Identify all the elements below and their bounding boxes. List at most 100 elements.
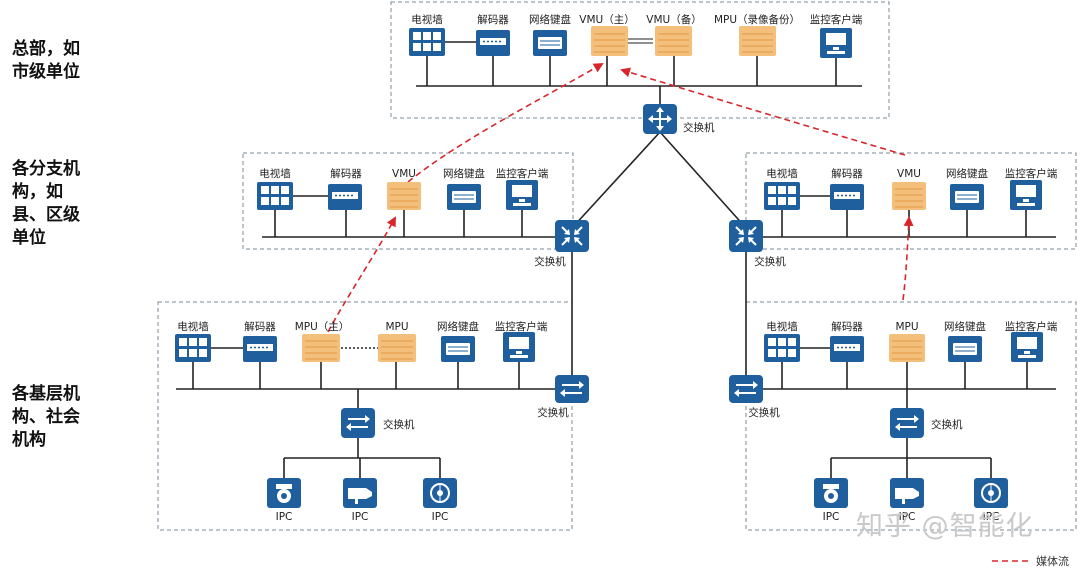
access-switch-icon	[890, 408, 924, 438]
base-left-frame	[157, 301, 573, 531]
hq-frame	[390, 1, 890, 119]
branch-level-line: 单位	[12, 228, 46, 248]
branch-right-switch-label: 交换机	[754, 255, 786, 268]
legend-media-stream-label: 媒体流	[1036, 555, 1069, 568]
branch-switch-icon	[729, 220, 763, 252]
ptz-camera-icon	[974, 478, 1008, 508]
tv-wall-icon	[764, 182, 800, 210]
media-stream-lines	[327, 62, 1030, 562]
branch-left-vmu-label: VMU	[392, 168, 416, 180]
hq-keyboard-label: 网络键盘	[529, 13, 571, 26]
decoder-icon	[476, 30, 510, 56]
mpu-record-server-icon	[739, 26, 776, 56]
branch-left-keyboard-label: 网络键盘	[443, 167, 485, 180]
keyboard-icon	[441, 336, 475, 362]
base-level-line: 构、社会	[12, 407, 80, 427]
ptz-camera-icon	[423, 478, 457, 508]
base-level-label: 各基层机 构、社会 机构	[12, 383, 98, 452]
hq-mpu-record-label: MPU（录像备份）	[714, 13, 800, 26]
access-switch-icon	[729, 375, 763, 403]
decoder-icon	[830, 184, 864, 210]
hq-decoder-label: 解码器	[477, 13, 509, 26]
base-level-line: 各基层机	[12, 384, 80, 404]
vmu-backup-server-icon	[655, 26, 692, 56]
core-switch-label: 交换机	[683, 121, 715, 134]
branch-right-keyboard-label: 网络键盘	[946, 167, 988, 180]
keyboard-icon	[447, 184, 481, 210]
hq-level-line: 市级单位	[12, 62, 80, 82]
branch-left-client-label: 监控客户端	[496, 167, 549, 180]
branch-level-label: 各分支机 构，如 县、区级 单位	[12, 158, 98, 250]
monitor-client-icon	[820, 28, 852, 58]
branch-left-frame	[242, 152, 574, 250]
branch-right-vmu-label: VMU	[897, 168, 921, 180]
base-right-ipc1-label: IPC	[823, 511, 840, 523]
branch-switch-icon	[555, 220, 589, 252]
base-right-frame	[745, 301, 1077, 531]
vmu-main-server-icon	[591, 26, 628, 56]
branch-level-line: 各分支机	[12, 159, 80, 179]
monitor-client-icon	[503, 332, 535, 362]
base-right-decoder-label: 解码器	[831, 320, 863, 333]
decoder-icon	[328, 184, 362, 210]
monitor-client-icon	[1011, 332, 1043, 362]
base-level-line: 机构	[12, 430, 46, 450]
vmu-server-icon	[892, 182, 926, 210]
branch-level-line: 县、区级	[12, 205, 80, 225]
decoder-icon	[243, 336, 277, 362]
base-right-tv-wall-label: 电视墙	[766, 320, 798, 333]
branch-left-tv-wall-label: 电视墙	[259, 167, 291, 180]
monitor-client-icon	[506, 180, 538, 210]
branch-left-decoder-label: 解码器	[330, 167, 362, 180]
base-right-mpu-label: MPU	[895, 321, 918, 333]
base-left-ipc1-label: IPC	[276, 511, 293, 523]
base-left-switch-label: 交换机	[537, 406, 569, 419]
access-switch-icon	[341, 408, 375, 438]
tv-wall-icon	[257, 182, 293, 210]
hq-vmu-backup-label: VMU（备）	[646, 13, 701, 26]
base-left-ipc2-label: IPC	[352, 511, 369, 523]
dome-camera-icon	[814, 478, 848, 508]
branch-right-client-label: 监控客户端	[1005, 167, 1058, 180]
base-left-decoder-label: 解码器	[244, 320, 276, 333]
base-left-ipc3-label: IPC	[432, 511, 449, 523]
decoder-icon	[830, 336, 864, 362]
mpu-main-server-icon	[302, 334, 340, 362]
tv-wall-icon	[409, 28, 445, 56]
branch-right-tv-wall-label: 电视墙	[766, 167, 798, 180]
monitor-client-icon	[1010, 180, 1042, 210]
hq-client-label: 监控客户端	[810, 13, 863, 26]
tv-wall-icon	[764, 334, 800, 362]
keyboard-icon	[950, 184, 984, 210]
hq-vmu-main-label: VMU（主）	[579, 14, 634, 26]
base-left-tv-wall-label: 电视墙	[177, 320, 209, 333]
vmu-server-icon	[387, 182, 421, 210]
access-switch-icon	[555, 375, 589, 403]
branch-right-decoder-label: 解码器	[831, 167, 863, 180]
bullet-camera-icon	[343, 478, 377, 508]
branch-right-frame	[745, 152, 1077, 250]
base-right-access-switch-label: 交换机	[931, 418, 963, 431]
network-links	[176, 38, 1056, 478]
hq-level-label: 总部，如 市级单位	[12, 38, 98, 84]
base-right-client-label: 监控客户端	[1005, 320, 1058, 333]
watermark: 知乎 @智能化	[856, 511, 1034, 542]
keyboard-icon	[533, 30, 567, 56]
base-left-mpu-label: MPU	[385, 321, 408, 333]
keyboard-icon	[948, 336, 982, 362]
hq-tv-wall-label: 电视墙	[411, 13, 443, 26]
mpu-server-icon	[889, 334, 925, 362]
core-switch-icon	[643, 104, 677, 134]
dome-camera-icon	[267, 478, 301, 508]
base-left-keyboard-label: 网络键盘	[437, 320, 479, 333]
base-left-mpu-main-label: MPU（主）	[295, 321, 350, 333]
hq-level-line: 总部，如	[12, 39, 80, 59]
base-left-client-label: 监控客户端	[495, 320, 548, 333]
branch-level-line: 构，如	[12, 182, 63, 202]
base-right-ipc3-label: IPC	[983, 511, 1000, 523]
base-right-switch-label: 交换机	[748, 406, 780, 419]
branch-left-switch-label: 交换机	[534, 255, 566, 268]
tv-wall-icon	[175, 334, 211, 362]
bullet-camera-icon	[890, 478, 924, 508]
